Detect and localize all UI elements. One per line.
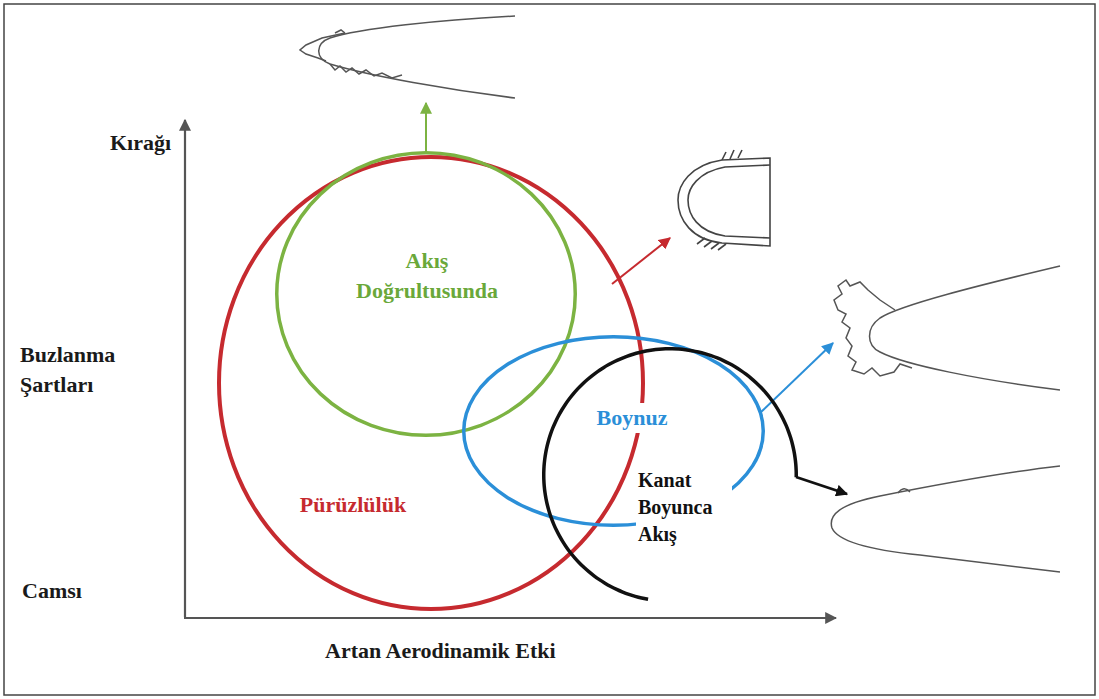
node-outline — [217, 155, 645, 611]
roughness-airfoil-sketch — [678, 150, 770, 250]
region-circle: Akış Doğrultusunda — [275, 151, 577, 437]
axis-title: Artan Aerodinamik Etki — [325, 636, 556, 666]
region-label: Pürüzlülük — [298, 490, 408, 520]
region-spiral: Kanat Boyunca Akış — [540, 347, 800, 603]
axis-end-label: Camsı — [22, 576, 82, 606]
axes — [184, 120, 836, 618]
outline — [544, 349, 796, 600]
region-label: Boynuz — [595, 403, 670, 433]
region-label: Kanat Boyunca Akış — [636, 467, 732, 548]
outline — [277, 153, 576, 436]
outline — [219, 157, 643, 609]
glaze-airfoil-sketch — [831, 466, 1060, 572]
axis-title: Buzlanma Şartları — [20, 340, 145, 399]
region-label: Akış Doğrultusunda — [338, 246, 517, 305]
rime-airfoil-sketch — [300, 16, 515, 98]
horn-airfoil-sketch — [834, 266, 1060, 390]
region-circle: Pürüzlülük Akış Doğrultusunda — [217, 155, 645, 611]
axis-end-label: Kırağı — [110, 128, 171, 158]
frame — [4, 4, 1095, 695]
